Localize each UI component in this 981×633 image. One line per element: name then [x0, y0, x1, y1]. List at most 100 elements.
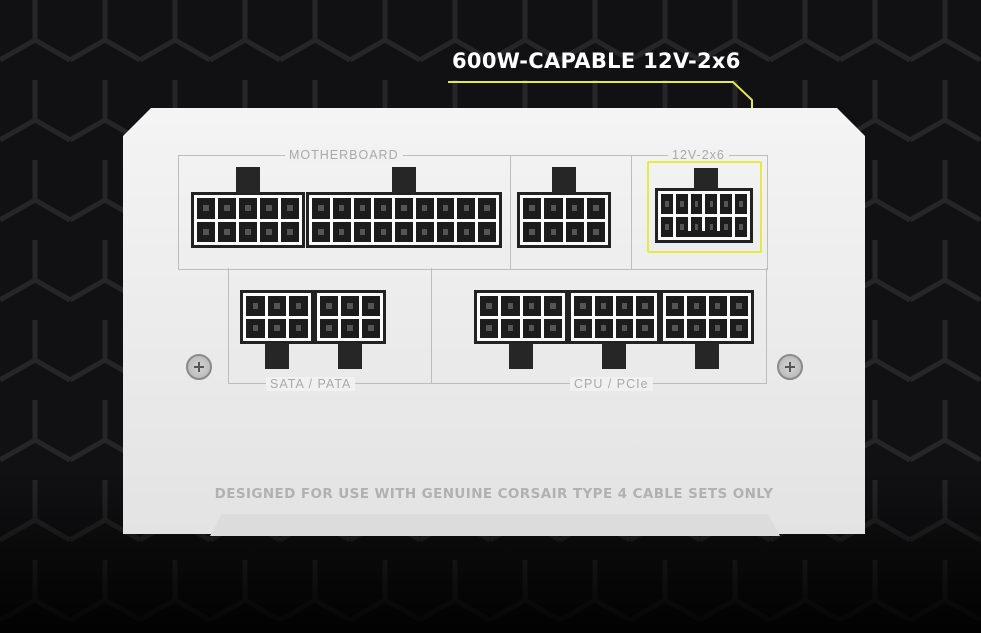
- pin: [705, 194, 718, 214]
- pin: [239, 221, 257, 242]
- pin: [239, 198, 257, 219]
- sata-pata-label: SATA / PATA: [266, 377, 356, 391]
- pin: [218, 221, 236, 242]
- cpu-top-connector-latch: [552, 167, 576, 193]
- pin: [729, 318, 748, 338]
- pin: [705, 217, 718, 237]
- pin: [289, 318, 308, 338]
- pin: [480, 296, 499, 316]
- pin: [594, 296, 613, 316]
- pin: [729, 296, 748, 316]
- pin: [661, 194, 673, 214]
- motherboard-label: MOTHERBOARD: [285, 148, 403, 162]
- pin: [320, 296, 338, 316]
- motherboard-connector-large-pins: [312, 198, 496, 242]
- sata-connector-1-latch: [265, 343, 289, 369]
- pin: [675, 194, 688, 214]
- pin: [687, 296, 706, 316]
- pin: [267, 296, 287, 316]
- pin: [687, 318, 706, 338]
- pin: [522, 318, 541, 338]
- callout-label: 600W-CAPABLE 12V-2x6: [452, 49, 741, 73]
- pin: [457, 221, 476, 242]
- pin: [586, 198, 605, 219]
- pin: [615, 318, 634, 338]
- pin: [289, 296, 308, 316]
- pcie-connector-3-latch: [695, 343, 719, 369]
- 12v-2x6-sense-pins: [684, 231, 726, 237]
- cpu-pcie-label: CPU / PCIe: [570, 377, 653, 391]
- motherboard-connector-large-latch: [392, 167, 416, 193]
- pin: [436, 221, 455, 242]
- 12v-2x6-connector-latch: [694, 168, 718, 190]
- pin: [478, 221, 496, 242]
- 12v-2x6-connector-pins: [661, 194, 747, 237]
- pin: [260, 221, 278, 242]
- pin: [666, 318, 685, 338]
- pin: [332, 198, 351, 219]
- pin: [332, 221, 351, 242]
- pin: [197, 221, 215, 242]
- panel-bottom-slot: [210, 514, 780, 536]
- sata-connector-2-pins: [320, 296, 380, 338]
- 12v-2x6-label: 12V-2x6: [668, 148, 729, 162]
- pin: [522, 296, 541, 316]
- screw-right-icon: [777, 354, 803, 380]
- pin: [246, 318, 265, 338]
- pin: [353, 198, 372, 219]
- pin: [395, 198, 413, 219]
- motherboard-connector-small-latch: [236, 167, 260, 193]
- pin: [395, 221, 413, 242]
- pin: [735, 217, 747, 237]
- pin: [690, 194, 703, 214]
- pin: [636, 318, 654, 338]
- pin: [565, 198, 584, 219]
- pin: [362, 296, 380, 316]
- pcie-connector-2-latch: [602, 343, 626, 369]
- pin: [720, 194, 733, 214]
- pin: [543, 318, 562, 338]
- pin: [341, 296, 359, 316]
- pcie-connector-1-latch: [509, 343, 533, 369]
- sata-connector-1-pins: [246, 296, 308, 338]
- pin: [574, 296, 592, 316]
- pin: [708, 296, 727, 316]
- pin: [197, 198, 215, 219]
- pin: [586, 221, 605, 242]
- pin: [415, 198, 434, 219]
- pin: [636, 296, 654, 316]
- screw-left-icon: [186, 354, 212, 380]
- pin: [543, 296, 562, 316]
- cpu-top-connector-pins: [523, 198, 605, 242]
- pin: [353, 221, 372, 242]
- 12v-2x6-highlight: [647, 161, 762, 253]
- pin: [312, 221, 330, 242]
- pin: [523, 198, 542, 219]
- pin: [415, 221, 434, 242]
- pin: [362, 318, 380, 338]
- pin: [480, 318, 499, 338]
- pin: [312, 198, 330, 219]
- pin: [565, 221, 584, 242]
- pin: [267, 318, 287, 338]
- pin: [436, 198, 455, 219]
- pin: [735, 194, 747, 214]
- sata-connector-2-latch: [338, 343, 362, 369]
- pin: [457, 198, 476, 219]
- pin: [501, 318, 520, 338]
- footer-notice: DESIGNED FOR USE WITH GENUINE CORSAIR TY…: [214, 486, 774, 502]
- pcie-connector-3-pins: [666, 296, 748, 338]
- motherboard-connector-small-pins: [197, 198, 299, 242]
- pin: [544, 221, 563, 242]
- pin: [720, 217, 733, 237]
- pin: [260, 198, 278, 219]
- pin: [281, 198, 299, 219]
- pin: [341, 318, 359, 338]
- pcie-connector-2-pins: [574, 296, 654, 338]
- pin: [544, 198, 563, 219]
- pin: [666, 296, 685, 316]
- pin: [281, 221, 299, 242]
- pin: [246, 296, 265, 316]
- pin: [501, 296, 520, 316]
- pin: [594, 318, 613, 338]
